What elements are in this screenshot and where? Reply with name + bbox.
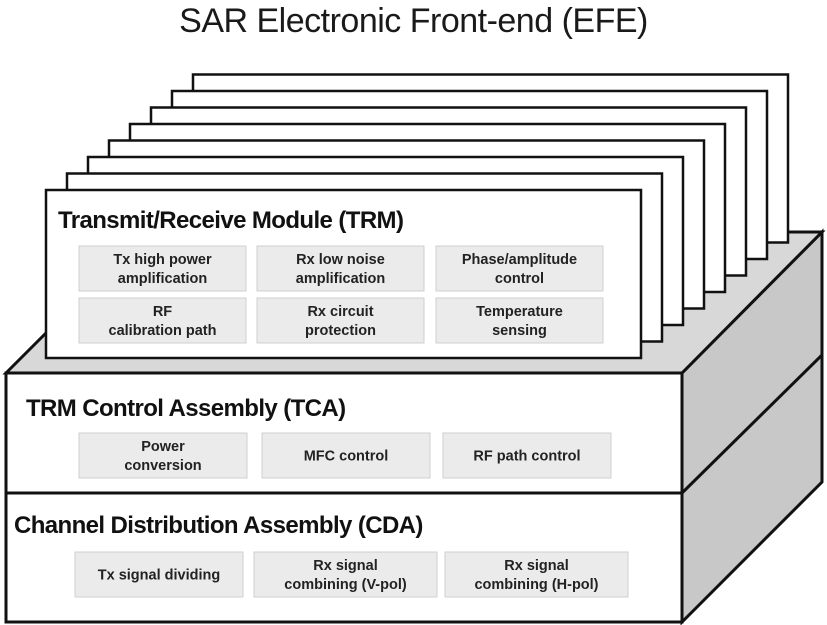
trm-function-cell: Rx circuit protection	[256, 297, 425, 344]
cda-function-label: Rx signal	[504, 558, 568, 574]
trm-function-label: sensing	[492, 323, 547, 339]
trm-function-label: RF	[153, 304, 172, 320]
tca-function-box	[442, 432, 612, 479]
cda-title: Channel Distribution Assembly (CDA)	[14, 512, 423, 539]
trm-function-label: protection	[305, 323, 376, 339]
trm-function-label: Rx low noise	[296, 252, 385, 268]
cda-function-cell: Tx signal dividing	[74, 551, 244, 598]
diagram-title: SAR Electronic Front-end (EFE)	[179, 2, 648, 40]
tca-title: TRM Control Assembly (TCA)	[26, 395, 346, 422]
trm-function-cell: Phase/amplitude control	[435, 245, 604, 292]
trm-function-cell: Rx low noise amplification	[256, 245, 425, 292]
trm-function-label: Phase/amplitude	[462, 252, 577, 268]
cda-function-label: Tx signal dividing	[98, 568, 220, 584]
trm-function-box	[78, 245, 247, 292]
trm-function-cell: Temperature sensing	[435, 297, 604, 344]
trm-function-box	[435, 245, 604, 292]
trm-function-box	[78, 297, 247, 344]
tca-function-label: MFC control	[304, 449, 389, 465]
trm-function-cell: Tx high power amplification	[78, 245, 247, 292]
trm-function-label: control	[495, 271, 544, 287]
trm-function-box	[256, 297, 425, 344]
cda-function-cell: Rx signal combining (V-pol)	[253, 551, 438, 598]
trm-function-label: Rx circuit	[307, 304, 373, 320]
tca-function-cell: RF path control	[442, 432, 612, 479]
cda-function-cell: Rx signal combining (H-pol)	[444, 551, 629, 598]
cda-assembly: Channel Distribution Assembly (CDA) Tx s…	[4, 491, 684, 624]
tca-function-label: RF path control	[473, 449, 580, 465]
base-side-divider	[680, 353, 824, 495]
cda-function-label: combining (H-pol)	[474, 577, 598, 593]
cda-function-row: Tx signal dividing Rx signal combining (V-…	[74, 551, 629, 598]
tca-function-box	[261, 432, 431, 479]
cda-function-box	[253, 551, 438, 598]
tca-function-label: Power	[141, 439, 185, 455]
trm-function-label: Temperature	[476, 304, 563, 320]
cda-function-label: Rx signal	[313, 558, 377, 574]
tca-function-box	[78, 432, 248, 479]
trm-function-box	[435, 297, 604, 344]
tca-function-label: conversion	[124, 458, 201, 474]
trm-module: Transmit/Receive Module (TRM) Tx high po…	[44, 188, 643, 360]
cda-function-box	[444, 551, 629, 598]
cda-function-label: combining (V-pol)	[284, 577, 407, 593]
tca-function-cell: MFC control	[261, 432, 431, 479]
trm-function-label: amplification	[296, 271, 385, 287]
trm-function-cell: RF calibration path	[78, 297, 247, 344]
cda-function-box	[74, 551, 244, 598]
trm-title: Transmit/Receive Module (TRM)	[58, 207, 403, 234]
trm-function-grid: Tx high power amplification Rx low noise am…	[78, 245, 604, 344]
tca-assembly: TRM Control Assembly (TCA) Power conversi…	[4, 371, 684, 495]
trm-function-box	[256, 245, 425, 292]
tca-function-row: Power conversion MFC control RF path contro…	[78, 432, 612, 479]
trm-function-label: Tx high power	[113, 252, 212, 268]
trm-function-label: calibration path	[109, 323, 217, 339]
trm-function-label: amplification	[118, 271, 207, 287]
tca-function-cell: Power conversion	[78, 432, 248, 479]
